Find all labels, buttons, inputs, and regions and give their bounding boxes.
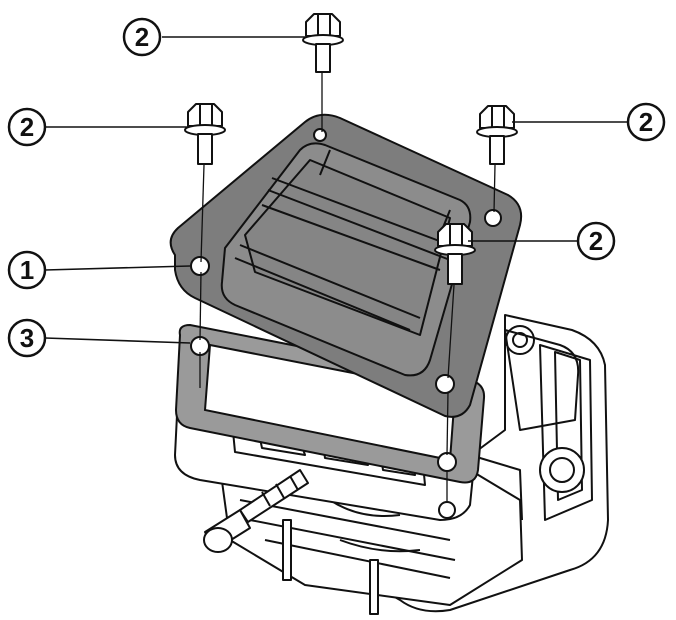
side-plug <box>203 469 309 553</box>
svg-text:1: 1 <box>20 255 34 285</box>
callout-2-right: 2 <box>626 102 666 142</box>
svg-text:2: 2 <box>135 22 149 52</box>
svg-text:2: 2 <box>589 226 603 256</box>
callout-3: 3 <box>7 318 47 358</box>
bolt-left <box>184 103 226 165</box>
bolt-top <box>302 13 344 73</box>
svg-text:2: 2 <box>639 107 653 137</box>
svg-text:2: 2 <box>20 112 34 142</box>
callout-2-top: 2 <box>122 17 162 57</box>
bolt-middle-right <box>434 223 476 285</box>
valve-cover <box>169 113 523 418</box>
bolt-right <box>476 105 518 165</box>
callout-2-left: 2 <box>7 107 47 147</box>
leader-lines <box>44 36 628 344</box>
callout-2-middle: 2 <box>576 221 616 261</box>
svg-text:3: 3 <box>20 323 34 353</box>
alignment-lines <box>199 72 496 503</box>
callout-1: 1 <box>7 250 47 290</box>
